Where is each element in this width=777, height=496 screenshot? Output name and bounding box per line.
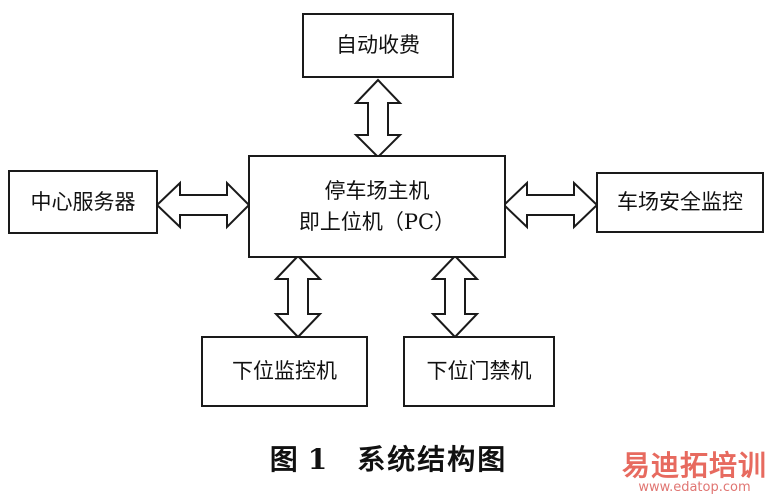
node-auto-fee: 自动收费 [302,13,454,78]
node-lower-access-label: 下位门禁机 [426,359,532,384]
caption-title: 系统结构图 [357,443,508,476]
node-safety-monitor-label: 车场安全监控 [617,190,743,215]
caption-number: 1 [307,443,330,476]
arrow-center-server-to-main [155,180,251,230]
node-safety-monitor: 车场安全监控 [596,172,764,233]
node-main-host-line1: 停车场主机 [324,179,430,204]
node-lower-access: 下位门禁机 [403,336,555,407]
arrow-main-to-safety-monitor [502,180,599,230]
node-center-server: 中心服务器 [8,170,158,234]
arrow-main-to-lower-access [430,254,480,339]
watermark: 易迪拓培训 www.edatop.com [622,444,767,495]
node-lower-monitor-label: 下位监控机 [232,359,337,384]
node-center-server-label: 中心服务器 [30,189,136,214]
node-main-host: 停车场主机 即上位机（PC） [248,155,506,258]
node-lower-monitor: 下位监控机 [201,336,368,407]
arrow-main-to-auto-fee [353,78,403,159]
watermark-url: www.edatop.com [638,480,751,495]
arrow-main-to-lower-monitor [273,254,323,339]
watermark-text: 易迪拓培训 [621,449,767,482]
caption-label: 图 [269,443,300,476]
node-main-host-line2: 即上位机（PC） [298,209,456,234]
node-auto-fee-label: 自动收费 [336,33,420,58]
